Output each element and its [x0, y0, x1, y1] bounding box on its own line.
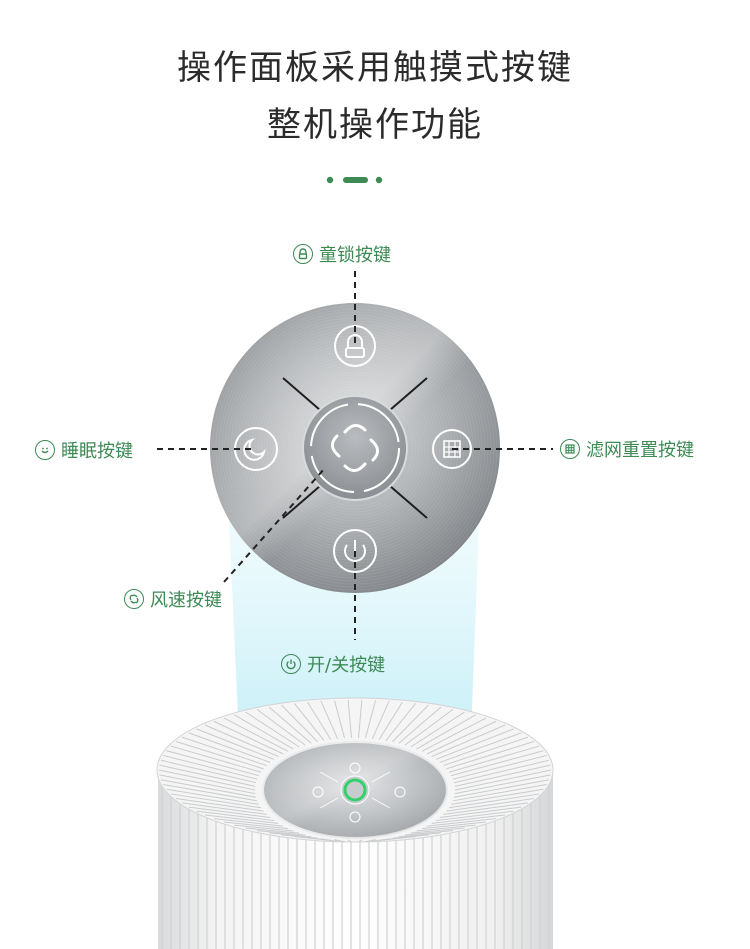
callout-child-lock-label: 童锁按键 — [319, 245, 391, 266]
leader-lines — [157, 271, 553, 640]
small-fan-button-ring — [343, 778, 367, 802]
headline-line-1: 操作面板采用触摸式按键 — [177, 48, 573, 88]
callout-power: 开/关按键 — [281, 651, 385, 677]
callout-fan-speed-label: 风速按键 — [150, 590, 222, 611]
fan-swirl-glyph — [331, 424, 379, 472]
divider-dots — [326, 176, 383, 184]
callout-sleep: 睡眠按键 — [35, 437, 133, 463]
callout-fan-speed: 风速按键 — [124, 586, 222, 612]
fan-button-ring — [310, 403, 400, 493]
headline-line-2: 整机操作功能 — [267, 105, 483, 145]
callout-filter-reset-label: 滤网重置按键 — [586, 440, 694, 461]
lock-icon — [293, 244, 313, 264]
callout-sleep-label: 睡眠按键 — [61, 441, 133, 462]
power-icon — [281, 654, 301, 674]
filter-grid-icon — [560, 439, 580, 459]
callout-child-lock: 童锁按键 — [293, 241, 391, 267]
callout-power-label: 开/关按键 — [307, 655, 386, 676]
moon-smile-icon — [35, 440, 55, 460]
callout-filter-reset: 滤网重置按键 — [560, 436, 694, 462]
purifier-body: /* ribs drawn by script below */ — [156, 697, 554, 949]
fan-swirl-icon — [124, 589, 144, 609]
